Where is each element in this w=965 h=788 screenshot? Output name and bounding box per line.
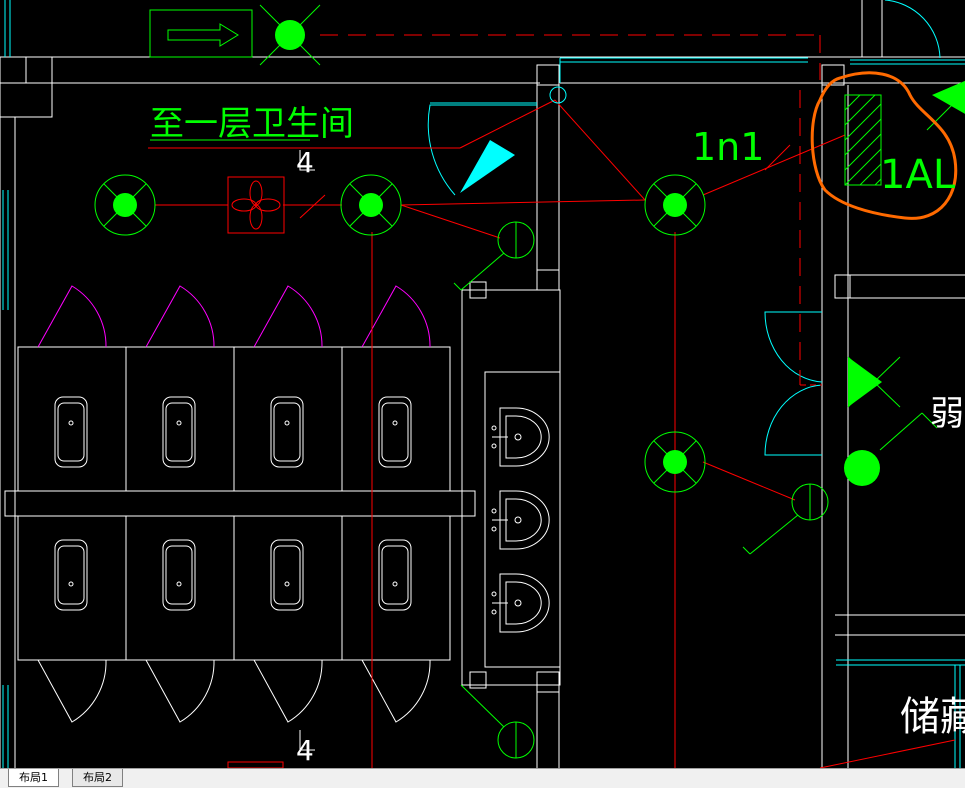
tab-layout-2[interactable]: 布局2	[72, 769, 123, 787]
wall-light	[844, 412, 938, 486]
stall-doors-upper	[37, 285, 431, 348]
exit-light	[259, 4, 321, 66]
toilet	[270, 539, 304, 611]
tick-marks	[299, 150, 315, 751]
emergency-light	[847, 356, 901, 408]
sink	[491, 490, 550, 550]
drawing-canvas[interactable]: 至一层卫生间 1n1 1AL 弱 储藏 4 4	[0, 0, 965, 768]
wiring	[148, 34, 956, 768]
exit-sign-box	[149, 9, 253, 58]
toilet	[378, 396, 412, 468]
walls	[0, 0, 965, 768]
outlet-box	[227, 761, 284, 768]
mark-4-top: 4	[296, 146, 314, 179]
switches	[149, 9, 829, 759]
canvas-background	[0, 0, 965, 768]
label-first-floor-wc: 至一层卫生间	[150, 104, 354, 144]
label-1al: 1AL	[880, 152, 956, 198]
toilet	[270, 396, 304, 468]
mark-4-bottom: 4	[296, 734, 314, 767]
ceiling-light	[644, 174, 706, 236]
switch-icon	[453, 221, 535, 291]
tab-layout-1[interactable]: 布局1	[8, 769, 59, 787]
switch-icon	[460, 684, 535, 759]
stall-doors-lower	[37, 659, 431, 723]
window-lines	[2, 0, 965, 768]
toilet	[162, 539, 196, 611]
toilet	[54, 396, 88, 468]
emergency-light	[926, 80, 965, 131]
room-doors	[427, 0, 941, 456]
ceiling-light	[644, 431, 706, 493]
sink	[491, 573, 550, 633]
label-1n1: 1n1	[692, 125, 764, 169]
toilet	[378, 539, 412, 611]
panel-1al[interactable]	[810, 71, 958, 220]
ceiling-light	[94, 174, 156, 236]
sink	[491, 407, 550, 467]
label-storage: 储藏	[900, 694, 965, 740]
label-weak-current: 弱	[930, 394, 964, 434]
toilet	[54, 539, 88, 611]
highlight-markup	[810, 71, 958, 220]
light-fixtures	[94, 4, 965, 493]
sinks	[491, 407, 550, 633]
exhaust-fan-icon	[227, 176, 285, 234]
distribution-arrow-icon	[460, 140, 515, 193]
ceiling-light	[340, 174, 402, 236]
switch-icon	[742, 483, 829, 555]
layout-tab-bar: 布局1 布局2	[0, 768, 965, 788]
toilet	[162, 396, 196, 468]
toilets	[54, 396, 412, 611]
junction-icon	[549, 86, 567, 104]
exit-arrow-icon	[167, 23, 239, 47]
